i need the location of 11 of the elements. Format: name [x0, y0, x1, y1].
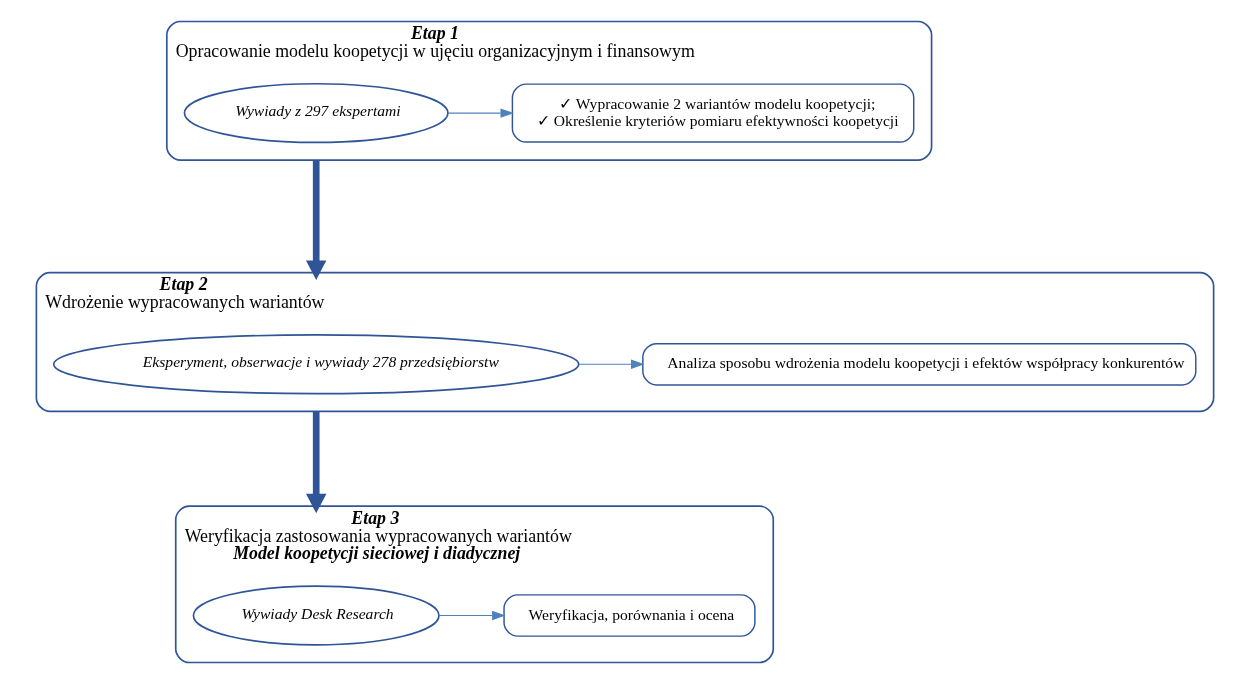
arrow [305, 411, 327, 514]
node-ellipse: Eksperyment, obserwacje i wywiady 278 przedsiębiorstw [52, 334, 580, 395]
arrow [305, 160, 327, 280]
node-ellipse: Wywiady Desk Research [192, 585, 440, 646]
arrow [438, 610, 506, 621]
arrow [578, 359, 645, 369]
arrow [447, 108, 514, 118]
node-box: Weryfikacja, porównania i ocena [503, 594, 756, 637]
node-ellipse: Wywiady z 297 ekspertami [183, 82, 449, 144]
node-box: Analiza sposobu wdrożenia modelu koopetycji i efektów współpracy konkurentów [642, 342, 1197, 386]
node-box: ✓ Wypracowanie 2 wariantów modelu koopetycji; ✓ Określenie kryteriów pomiaru efektywności koopetycji [511, 83, 915, 143]
